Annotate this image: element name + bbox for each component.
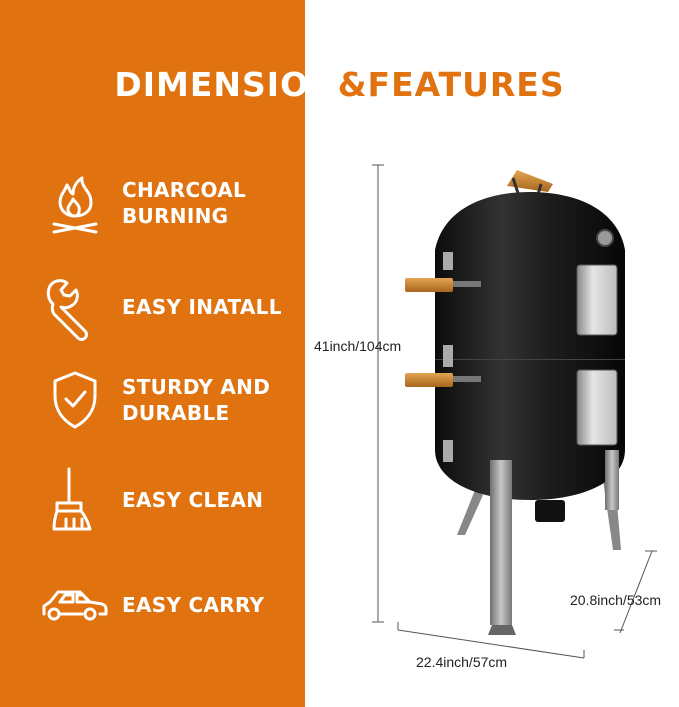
feature-easy-carry: EASY CARRY [40, 570, 300, 650]
feature-line-1: STURDY AND [122, 375, 271, 399]
shield-check-icon [40, 365, 110, 435]
feature-line-2: BURNING [122, 204, 229, 228]
smoker-image [405, 170, 625, 635]
feature-line-1: EASY CARRY [122, 593, 265, 617]
dimension-depth: 20.8inch/53cm [570, 592, 662, 608]
feature-easy-install: EASY INATALL [40, 272, 300, 352]
feature-label: CHARCOAL BURNING [122, 168, 246, 238]
broom-icon [40, 465, 110, 535]
feature-line-1: EASY INATALL [122, 295, 282, 319]
feature-easy-clean: EASY CLEAN [40, 465, 300, 545]
feature-label: EASY INATALL [122, 272, 282, 342]
feature-line-1: EASY CLEAN [122, 488, 264, 512]
feature-line-2: DURABLE [122, 401, 230, 425]
feature-sturdy-durable: STURDY AND DURABLE [40, 365, 300, 445]
wrench-icon [40, 272, 110, 342]
feature-label: STURDY AND DURABLE [122, 365, 270, 435]
page-title: DIMENSION&FEATURES [0, 60, 679, 110]
feature-charcoal-burning: CHARCOAL BURNING [40, 168, 300, 248]
car-icon [40, 570, 110, 640]
title-dimension: DIMENSION [114, 65, 338, 104]
orange-side-panel [0, 0, 305, 707]
dimension-height: 41inch/104cm [314, 338, 402, 354]
title-features: &FEATURES [337, 65, 565, 104]
flame-icon [40, 168, 110, 238]
feature-label: EASY CLEAN [122, 465, 263, 535]
dimension-width: 22.4inch/57cm [416, 654, 508, 670]
feature-line-1: CHARCOAL [122, 178, 247, 202]
feature-label: EASY CARRY [122, 570, 264, 640]
